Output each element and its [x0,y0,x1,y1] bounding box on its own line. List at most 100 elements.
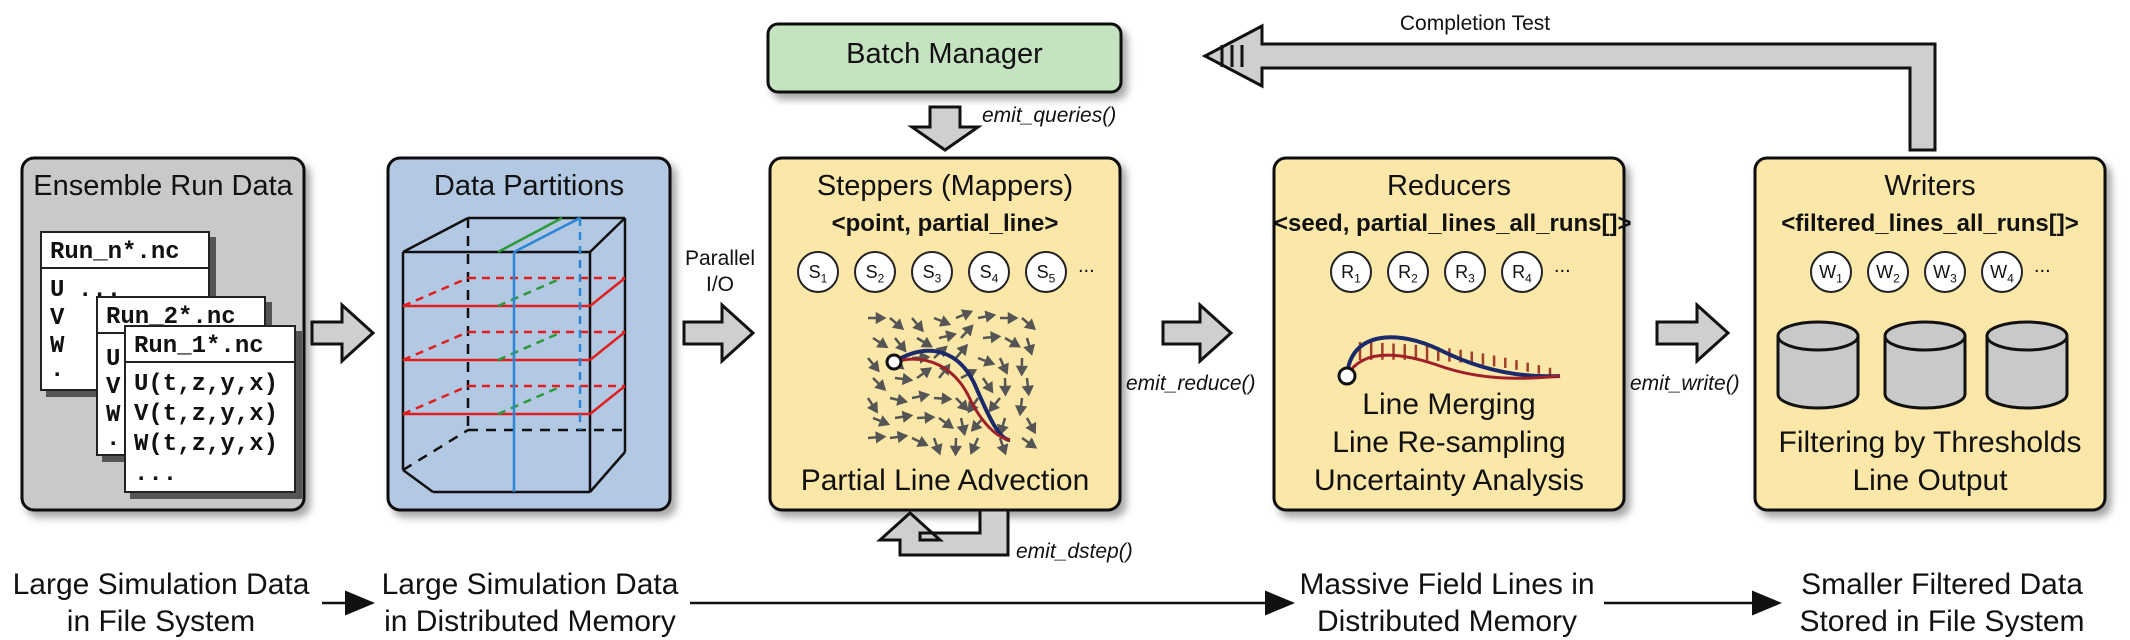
node-w2: W2 [1867,251,1909,293]
vector-arrow [1021,436,1038,449]
vector-arrow [894,372,914,386]
vector-arrow [977,310,997,323]
vector-arrow [955,343,969,359]
caption-line: Line Re-sampling [1332,426,1566,459]
bottom-line: Distributed Memory [1316,605,1578,638]
steppers-signature: <point, partial_line> [831,210,1059,237]
bottom-line: Massive Field Lines in [1299,568,1595,601]
vector-arrow [977,355,996,367]
vector-arrow [889,393,909,406]
vector-arrow [960,324,974,339]
vector-arrow [916,411,936,424]
vector-arrow [866,397,878,414]
batch-manager-box [766,22,1123,94]
bottom-line: Large Simulation Data [12,568,310,601]
vector-arrow [1004,336,1021,348]
reducers-caption: Line Merging Line Re-sampling Uncertaint… [1274,386,1624,500]
database-icons [1776,320,2069,410]
vector-arrow [872,336,889,349]
reducers-panel [1272,156,1626,512]
bottom-label-distributed-memory: Large Simulation Data in Distributed Mem… [370,566,690,640]
vector-arrow [949,437,962,457]
node-r4: R4 [1501,251,1543,293]
vector-arrow [970,417,984,432]
vector-arrow [933,392,953,405]
completion-test-arrow [1201,23,1937,152]
vector-arrow [981,377,994,394]
arrow-ensemble-to-partitions [310,301,376,365]
vector-arrow [938,330,958,343]
vector-arrow [916,336,933,348]
emit-reduce-label: emit_reduce() [1126,372,1256,395]
emit-queries-label: emit_queries() [982,104,1117,127]
more-nodes-ellipsis: ... [2034,255,2051,277]
vector-arrow [1014,397,1028,417]
vector-arrow [1023,337,1036,356]
more-nodes-ellipsis: ... [1078,255,1095,277]
steppers-panel [768,156,1122,512]
file-name: Run_n*.nc [50,239,180,266]
file-var: W [106,402,121,429]
emit-write-label: emit_write() [1630,372,1740,395]
partition-cube [401,216,627,494]
file-var: U [106,346,121,373]
bottom-line: in Distributed Memory [384,605,676,638]
bottom-line: Smaller Filtered Data [1801,568,2083,601]
vector-arrow [916,367,933,380]
flow-arrows [310,301,1731,365]
reducers-signature: <seed, partial_lines_all_runs[]> [1274,210,1632,237]
database-icon [1985,320,2069,352]
node-w1: W1 [1810,251,1852,293]
vector-arrow [911,317,924,333]
node-w3: W3 [1924,251,1966,293]
vector-arrow [1015,357,1029,377]
more-nodes-ellipsis: ... [1554,255,1571,277]
vector-arrow [1025,417,1037,435]
file-var: . [50,357,65,384]
parallel-label: Parallel [684,247,756,270]
bottom-line: in File System [66,605,256,638]
file-var: . [106,426,121,453]
seed-point [885,353,903,371]
vector-arrow [996,437,1009,456]
file-card-run-1: Run_1*.nc U(t,z,y,x) V(t,z,y,x) W(t,z,y,… [124,325,296,493]
vector-arrow [867,357,880,373]
vector-arrow [911,390,931,403]
steppers-caption: Partial Line Advection [800,464,1090,497]
node-r1: R1 [1330,251,1372,293]
vector-arrow [930,437,943,456]
node-s4: S4 [968,251,1010,293]
node-s5: S5 [1025,251,1067,293]
node-s1: S1 [797,251,839,293]
vector-arrow [955,397,969,412]
bottom-line: Large Simulation Data [381,568,679,601]
ensemble-title: Ensemble Run Data [33,170,293,202]
vector-arrow [889,317,905,331]
field-line-blue [892,348,1011,442]
writers-signature: <filtered_lines_all_runs[]> [1781,210,2079,237]
vector-arrow [997,357,1009,375]
bottom-line: Stored in File System [1799,605,2085,638]
file-var: U [50,277,65,304]
file-name: Run_1*.nc [134,333,264,360]
node-s3: S3 [911,251,953,293]
caption-line: Line Output [1852,464,2008,497]
file-var: V [106,374,121,401]
vector-arrow [996,417,1009,436]
vector-arrow [999,311,1019,325]
node-w4: W4 [1981,251,2023,293]
database-icon [1776,320,1860,352]
emit-dstep-label: emit_dstep() [1016,540,1133,563]
vector-arrow [868,311,887,325]
database-icon [1985,336,2069,410]
file-var: V(t,z,y,x) [134,401,279,428]
emit-queries-arrow [907,105,983,152]
caption-line: Filtering by Thresholds [1778,426,2082,459]
vector-arrow [894,337,907,353]
database-icon [1776,336,1860,410]
vector-arrow [988,397,1001,413]
vector-arrow [867,431,887,444]
caption-line: Line Merging [1362,388,1536,421]
database-icon [1883,320,1967,352]
vector-arrow [889,430,909,444]
